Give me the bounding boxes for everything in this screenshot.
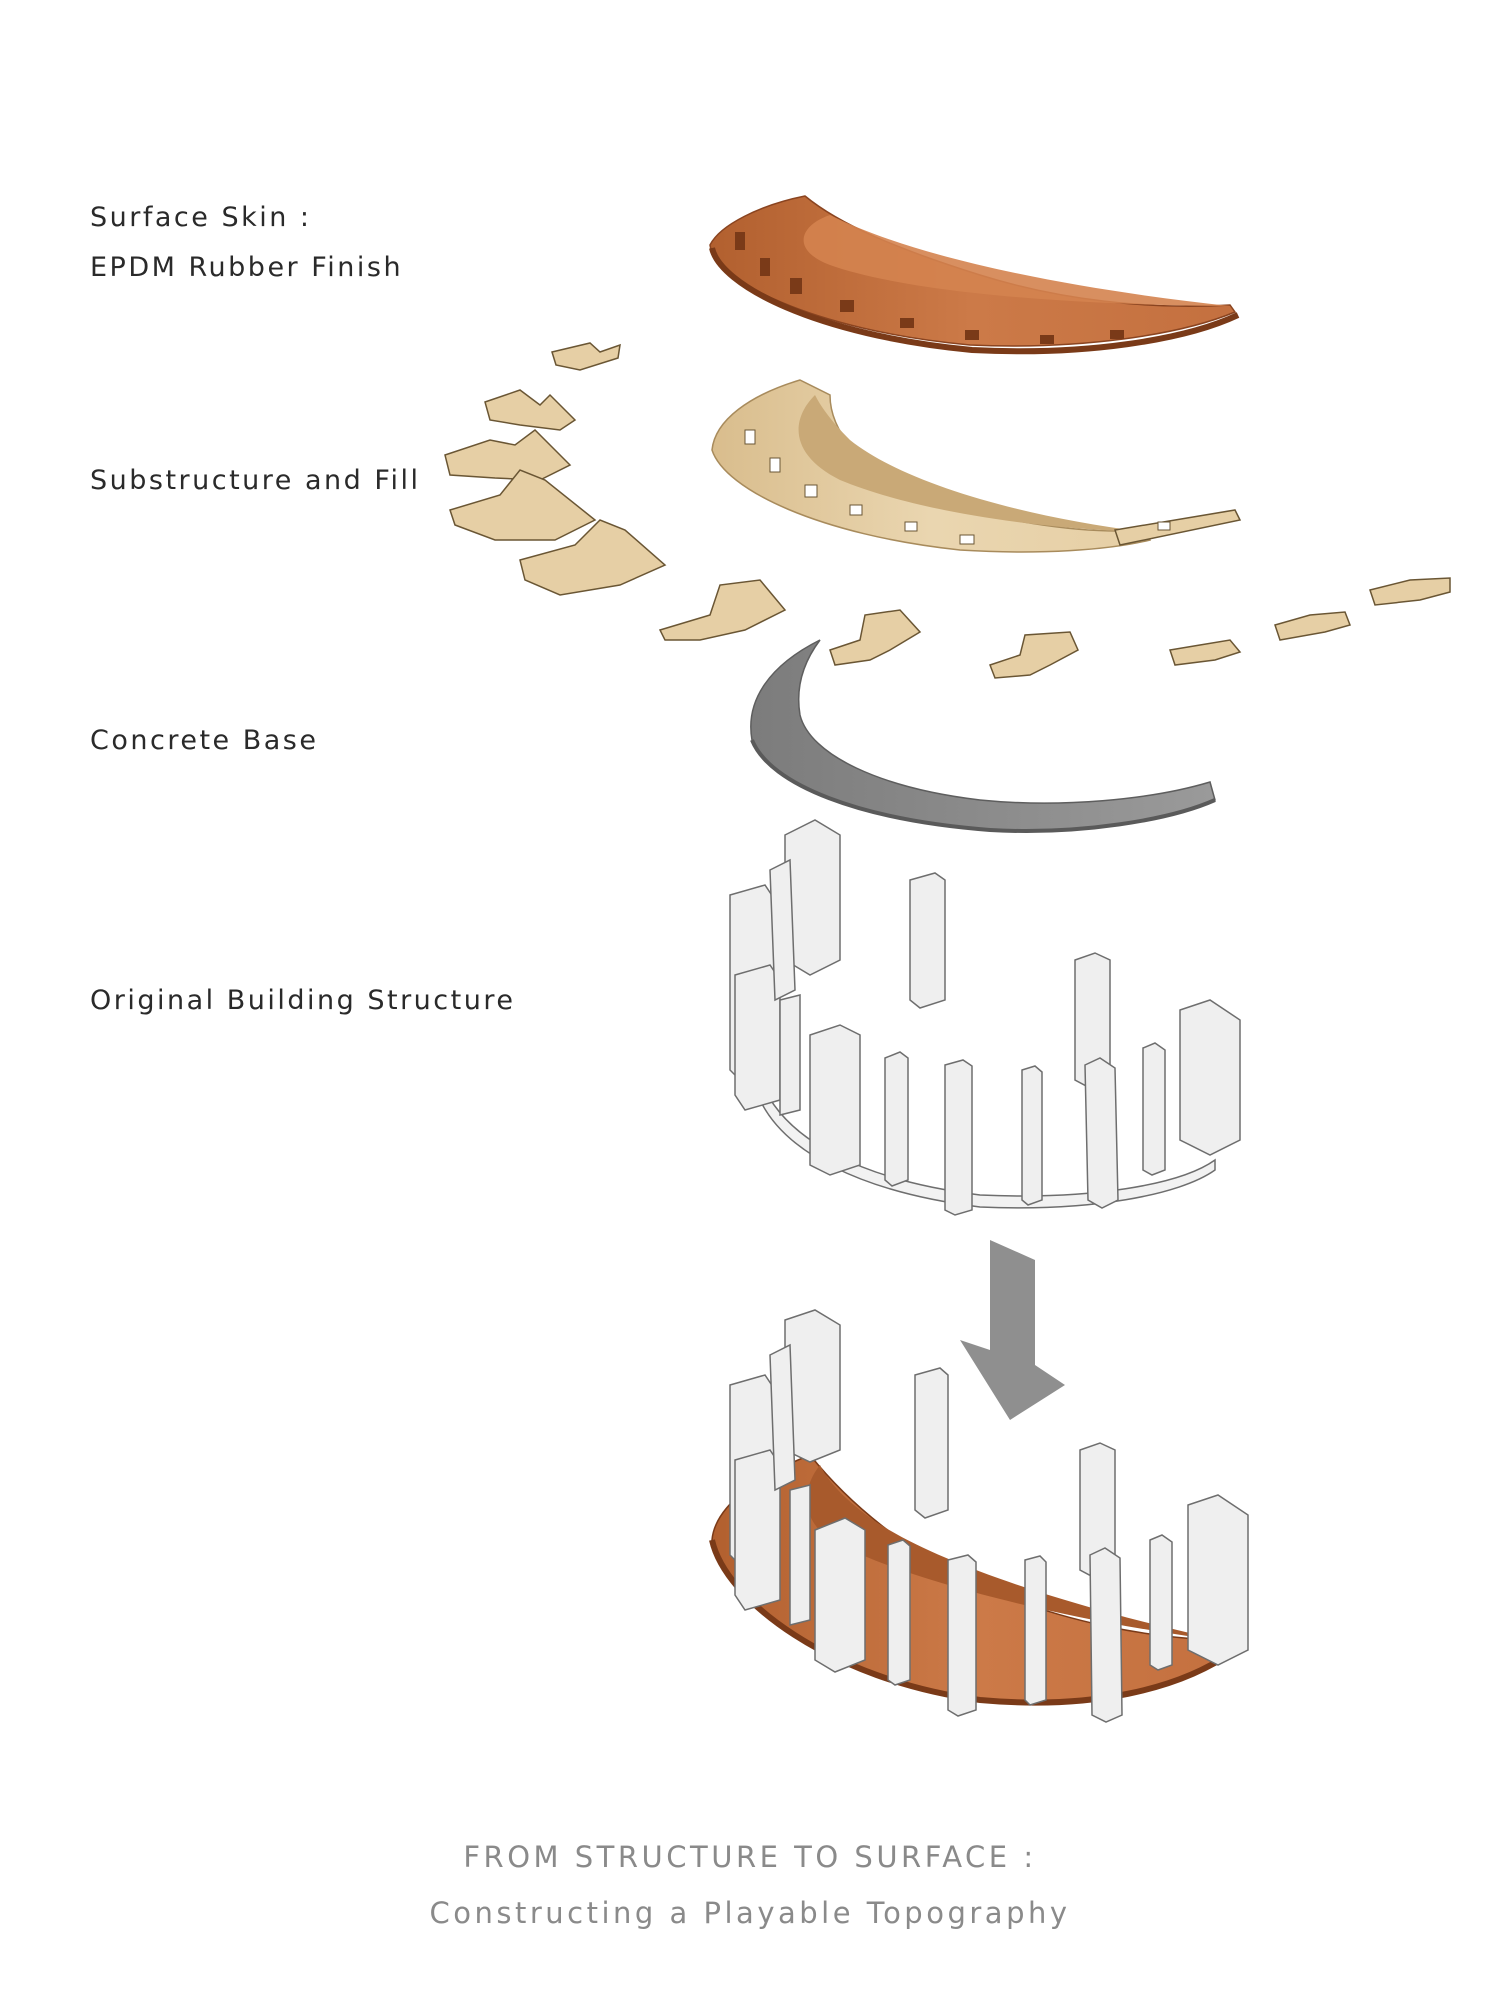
caption-title: FROM STRUCTURE TO SURFACE :	[463, 1840, 1037, 1874]
assembled-columns	[729, 1309, 1249, 1723]
label-epdm-finish: EPDM Rubber Finish	[90, 252, 404, 283]
substructure-layer	[444, 342, 1451, 679]
rubber-skin-inner-bowl	[803, 215, 1230, 306]
surface-skin-layer	[709, 195, 1240, 355]
label-original-structure: Original Building Structure	[90, 985, 516, 1016]
fill-ring-trough	[798, 395, 1145, 532]
structure-ring-beam	[759, 1088, 1216, 1209]
assembled-result	[709, 1309, 1249, 1723]
fill-ring-openings	[744, 429, 975, 545]
fill-block-d	[449, 469, 597, 541]
fill-block-h	[989, 631, 1079, 679]
fill-block-j	[1274, 611, 1351, 641]
label-surface-skin: Surface Skin :	[90, 202, 312, 233]
fill-block-g	[829, 609, 922, 666]
original-structure-layer	[729, 819, 1241, 1216]
fill-block-a	[551, 342, 621, 371]
fill-block-b	[484, 389, 577, 431]
concrete-base-slab	[750, 639, 1216, 832]
assembly-arrow-icon	[960, 1240, 1065, 1420]
concrete-base-layer	[750, 639, 1216, 833]
label-concrete-base: Concrete Base	[90, 725, 319, 756]
fill-block-k	[1369, 577, 1451, 606]
fill-block-e	[519, 519, 667, 596]
fill-segment-blocks	[444, 342, 1451, 679]
label-substructure: Substructure and Fill	[90, 465, 421, 496]
concrete-base-edge	[750, 739, 1216, 833]
caption-subtitle: Constructing a Playable Topography	[429, 1896, 1071, 1930]
fill-block-c	[444, 429, 572, 481]
rubber-skin-openings	[735, 232, 1124, 344]
rubber-skin-rim	[709, 247, 1240, 355]
structure-columns	[729, 819, 1241, 1216]
fill-block-f	[658, 579, 787, 641]
fill-block-right-1	[1114, 509, 1242, 546]
fill-block-i	[1169, 639, 1242, 666]
